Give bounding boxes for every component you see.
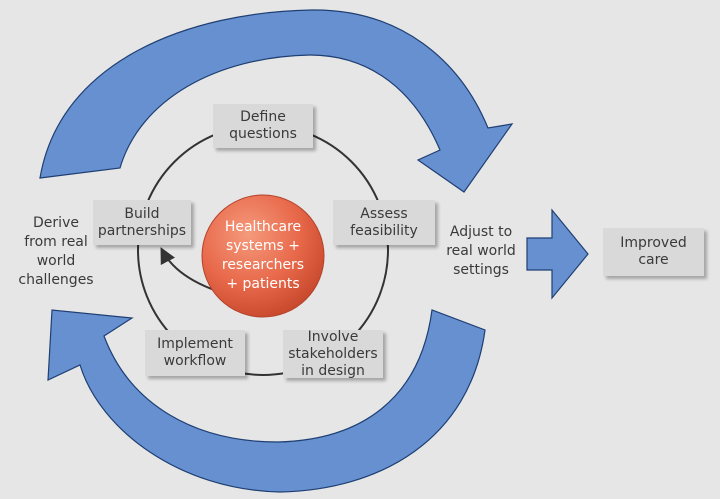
step-involve-stakeholders: Involve stakeholders in design xyxy=(283,329,383,379)
bottom-cycle-arrow xyxy=(47,309,486,493)
step-define-questions: Define questions xyxy=(213,104,313,148)
step-build-partnerships: Build partnerships xyxy=(93,200,191,245)
adjust-label: Adjust to real world settings xyxy=(446,224,516,278)
top-cycle-arrow xyxy=(39,9,514,193)
outcome-arrow xyxy=(526,208,589,300)
step-implement-workflow: Implement workflow xyxy=(145,330,245,376)
outcome-improved-care: Improved care xyxy=(603,228,704,276)
derive-label: Derive from real world challenges xyxy=(18,215,94,288)
center-text: Healthcare systems + researchers + patie… xyxy=(221,219,305,292)
center-circle xyxy=(201,194,325,318)
step-assess-feasibility: Assess feasibility xyxy=(333,200,435,245)
